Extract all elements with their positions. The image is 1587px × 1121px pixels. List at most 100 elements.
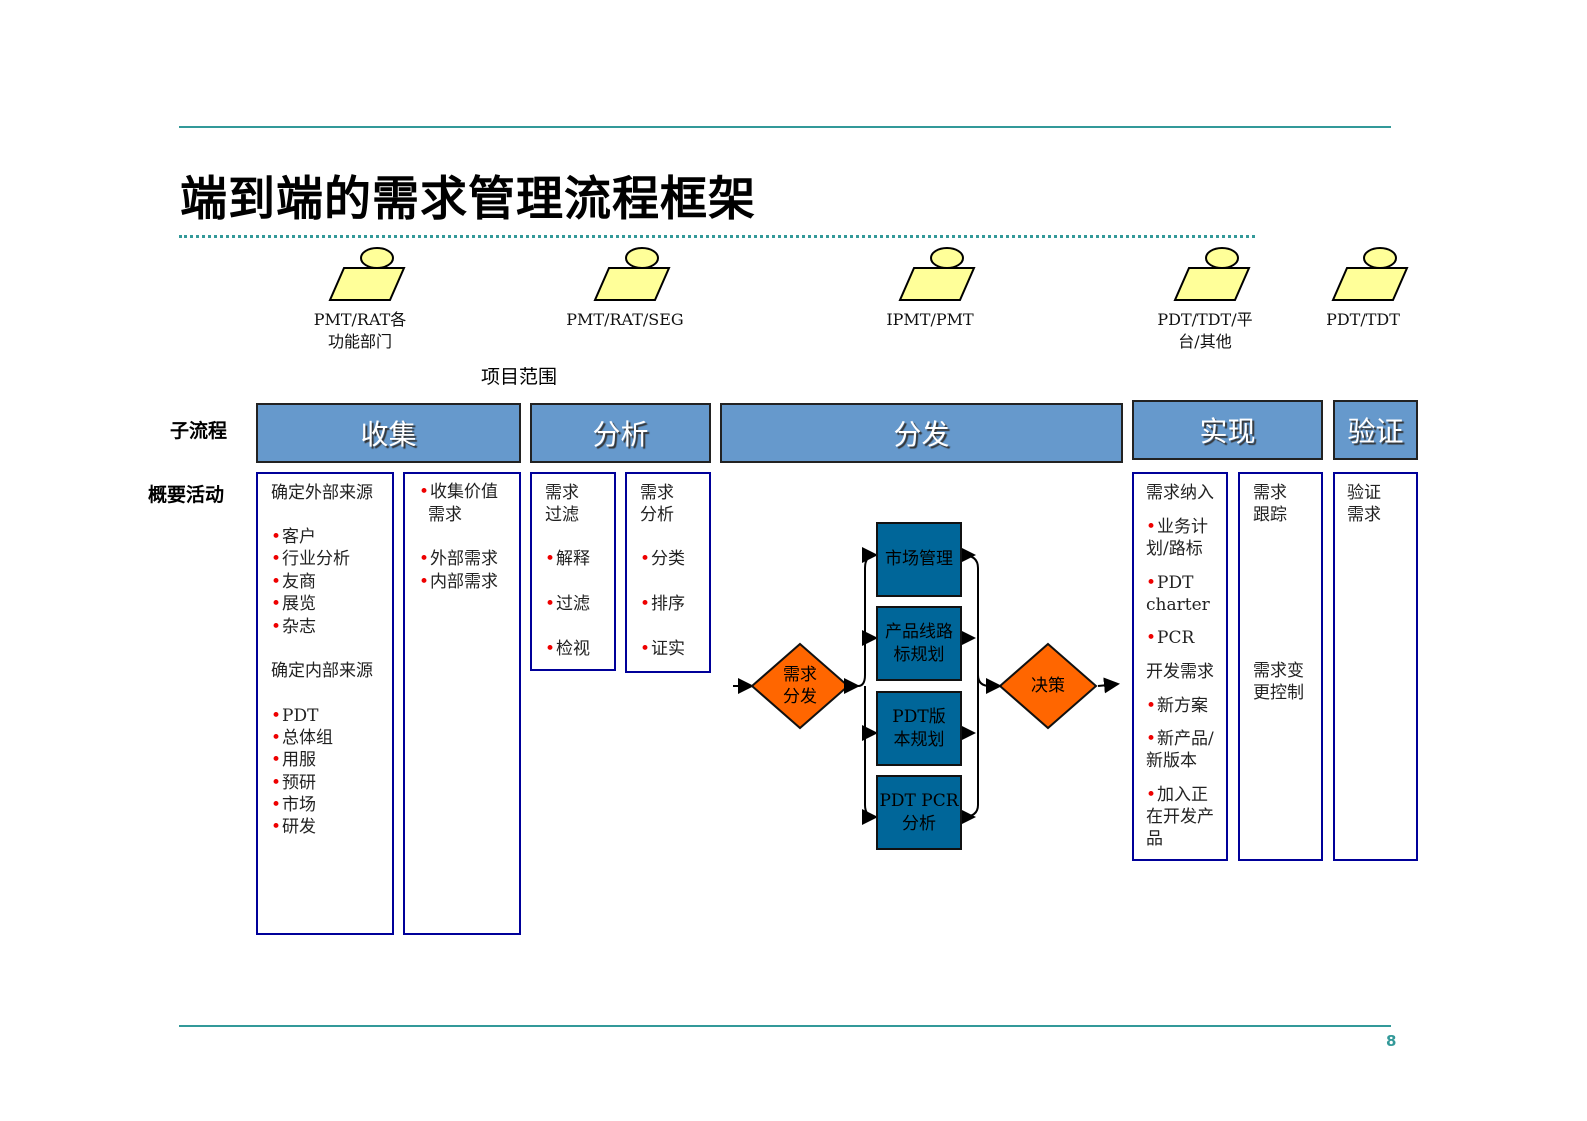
role-label: PMT/RAT/SEG bbox=[545, 309, 705, 331]
role-label-line: 台/其他 bbox=[1178, 332, 1232, 351]
bottom-rule bbox=[179, 1025, 1391, 1027]
activity-column-analyze-analysis bbox=[625, 472, 711, 673]
activity-text: 需求 bbox=[1347, 505, 1381, 525]
activity-text: 过滤 bbox=[545, 505, 579, 525]
bullet-item: 新方案 bbox=[1146, 695, 1208, 717]
page-number: 8 bbox=[1386, 1032, 1397, 1050]
step-line: 标规划 bbox=[893, 644, 945, 665]
role-label-line: PDT/TDT/平 bbox=[1157, 310, 1253, 329]
activity-text: 需求纳入 bbox=[1146, 483, 1214, 503]
activity-text: 跟踪 bbox=[1253, 505, 1287, 525]
role-label-line: PMT/RAT/SEG bbox=[566, 310, 684, 329]
role-label: PMT/RAT各功能部门 bbox=[280, 309, 440, 353]
decision-distribute-diamond bbox=[750, 642, 850, 730]
step-line: 分析 bbox=[902, 813, 936, 834]
phase-implement: 实现 bbox=[1132, 400, 1323, 460]
person-icon bbox=[1331, 247, 1409, 301]
phase-verify: 验证 bbox=[1333, 400, 1418, 460]
activity-text: 开发需求 bbox=[1146, 662, 1214, 682]
role-label: PDT/TDT bbox=[1283, 309, 1443, 331]
bullet-item: 收集价值 bbox=[419, 481, 498, 503]
top-rule bbox=[179, 126, 1391, 128]
step-line: PDT PCR bbox=[879, 790, 959, 811]
page-title: 端到端的需求管理流程框架 bbox=[180, 172, 756, 227]
step-pdt-release-planning: PDT版本规划 bbox=[876, 691, 962, 766]
activity-column-implement-track bbox=[1238, 472, 1323, 861]
person-icon bbox=[593, 247, 671, 301]
activity-column-analyze-filter bbox=[530, 472, 616, 671]
step-line: 市场管理 bbox=[885, 549, 953, 569]
bullet-item: 友商 bbox=[271, 571, 316, 593]
bullet-item: 业务计 bbox=[1146, 516, 1208, 538]
step-product-roadmap-planning: 产品线路标规划 bbox=[876, 606, 962, 681]
bullet-item: 客户 bbox=[271, 526, 316, 548]
bullet-item: 解释 bbox=[545, 548, 590, 570]
bullet-item: 外部需求 bbox=[419, 548, 498, 570]
activity-text: 划/路标 bbox=[1146, 539, 1203, 559]
bullet-item: 总体组 bbox=[271, 727, 333, 749]
activity-text: 新版本 bbox=[1146, 751, 1197, 771]
bullet-item: 加入正 bbox=[1146, 784, 1208, 806]
decision-final-label: 决策 bbox=[1031, 676, 1065, 696]
bullet-item: 内部需求 bbox=[419, 571, 498, 593]
activity-column-implement-include bbox=[1132, 472, 1228, 861]
activity-text: 更控制 bbox=[1253, 683, 1304, 703]
role-label: PDT/TDT/平台/其他 bbox=[1125, 309, 1285, 353]
flow-exit-arrow bbox=[1097, 677, 1120, 694]
bullet-item: 展览 bbox=[271, 593, 316, 615]
bullet-item: PCR bbox=[1146, 627, 1194, 649]
decision-line: 分发 bbox=[783, 687, 817, 707]
role-label-line: PDT/TDT bbox=[1326, 310, 1400, 329]
activity-column-verify bbox=[1333, 472, 1418, 861]
decision-line: 需求 bbox=[783, 665, 817, 685]
activities-label: 概要活动 bbox=[148, 484, 225, 506]
person-icon bbox=[898, 247, 976, 301]
activity-text: charter bbox=[1146, 595, 1210, 615]
step-line: PDT版 bbox=[892, 706, 946, 727]
activity-text: 品 bbox=[1146, 829, 1163, 849]
activity-text: 需求 bbox=[1253, 483, 1287, 503]
subprocess-label: 子流程 bbox=[170, 420, 228, 442]
bullet-item: 过滤 bbox=[545, 593, 590, 615]
scope-label: 项目范围 bbox=[481, 366, 558, 388]
activity-column-collect-sources bbox=[256, 472, 394, 935]
step-line: 产品线路 bbox=[885, 621, 953, 642]
activity-text: 需求 bbox=[428, 505, 462, 525]
role-label-line: 功能部门 bbox=[327, 332, 392, 351]
role-label-line: IPMT/PMT bbox=[886, 310, 974, 329]
activity-text: 需求变 bbox=[1253, 661, 1304, 681]
bullet-item: 证实 bbox=[640, 638, 685, 660]
step-market-management: 市场管理 bbox=[876, 522, 962, 597]
bullet-item: 杂志 bbox=[271, 616, 316, 638]
bullet-item: PDT bbox=[271, 705, 318, 727]
activity-text: 确定内部来源 bbox=[271, 661, 373, 681]
bullet-item: 用服 bbox=[271, 749, 316, 771]
role-label-line: PMT/RAT各 bbox=[313, 310, 407, 329]
bullet-item: 排序 bbox=[640, 593, 685, 615]
activity-text: 验证 bbox=[1347, 483, 1381, 503]
bullet-item: 检视 bbox=[545, 638, 590, 660]
phase-distribute: 分发 bbox=[720, 403, 1123, 463]
activity-text: 在开发产 bbox=[1146, 807, 1214, 827]
phase-collect: 收集 bbox=[256, 403, 521, 463]
activity-text: 分析 bbox=[640, 505, 674, 525]
bullet-item: 预研 bbox=[271, 772, 316, 794]
bullet-item: 行业分析 bbox=[271, 548, 350, 570]
activity-text: 需求 bbox=[545, 483, 579, 503]
person-icon bbox=[1173, 247, 1251, 301]
activity-text: 确定外部来源 bbox=[271, 483, 373, 503]
person-icon bbox=[328, 247, 406, 301]
bullet-item: 新产品/ bbox=[1146, 728, 1214, 750]
bullet-item: 研发 bbox=[271, 816, 316, 838]
decision-distribute-label: 需求 分发 bbox=[760, 664, 840, 708]
activity-column-collect-value bbox=[403, 472, 521, 935]
bullet-item: 市场 bbox=[271, 794, 316, 816]
activity-text: 需求 bbox=[640, 483, 674, 503]
bullet-item: PDT bbox=[1146, 572, 1193, 594]
decision-final-diamond bbox=[998, 642, 1098, 730]
phase-analyze: 分析 bbox=[530, 403, 711, 463]
step-line: 本规划 bbox=[893, 729, 945, 750]
